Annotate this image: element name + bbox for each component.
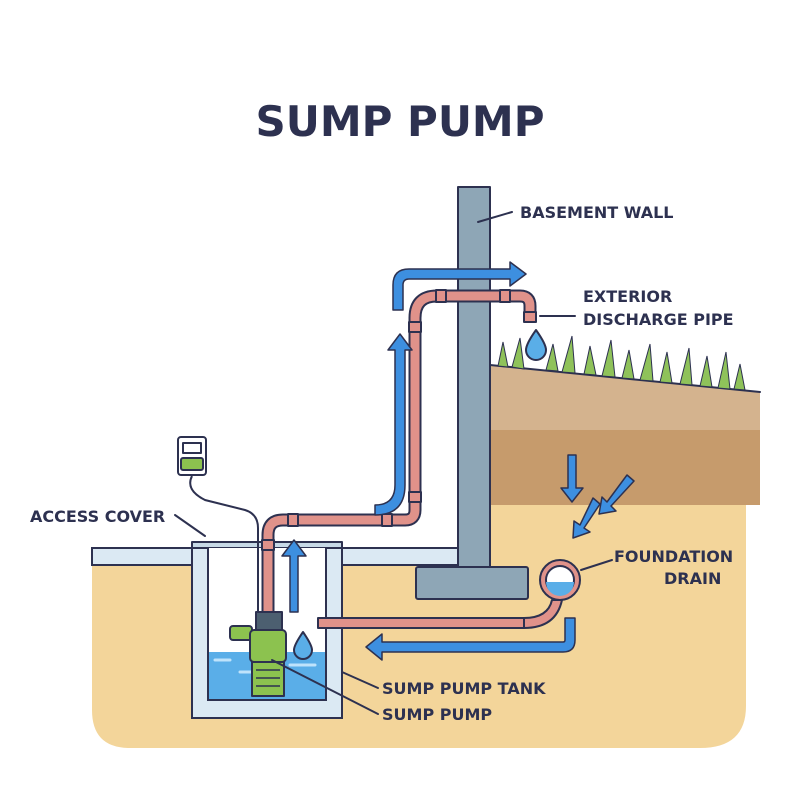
basement-wall — [457, 186, 491, 568]
discharge-pipe — [261, 289, 537, 615]
soil-layer-mid — [490, 430, 760, 505]
arrow-down-icon — [598, 474, 635, 515]
wall-footing — [415, 566, 529, 600]
label-foundation-drain-line1: FOUNDATION — [614, 547, 733, 566]
power-outlet[interactable] — [177, 436, 207, 476]
arrow-down-icon — [560, 454, 584, 503]
label-basement-wall: BASEMENT WALL — [520, 203, 673, 222]
arrow-up-icon — [374, 333, 413, 516]
soil-layer-top — [490, 365, 760, 430]
arrow-left-icon — [365, 617, 576, 661]
sump-pump[interactable] — [229, 611, 287, 697]
label-foundation-drain-line2: DRAIN — [664, 569, 721, 588]
arrow-up-icon — [281, 539, 307, 613]
label-access-cover: ACCESS COVER — [30, 507, 165, 526]
arrow-right-icon — [392, 261, 527, 311]
leader-lines — [174, 211, 613, 715]
label-sump-pump: SUMP PUMP — [382, 705, 492, 724]
flow-arrows — [281, 261, 635, 661]
grass — [497, 335, 746, 391]
discharge-water-drop — [525, 329, 547, 361]
drain-pipe — [317, 617, 525, 629]
diagram-title: SUMP PUMP — [255, 97, 544, 146]
arrow-down-icon — [572, 497, 601, 539]
label-exterior-discharge-pipe-line2: DISCHARGE PIPE — [583, 310, 734, 329]
power-cable — [189, 475, 259, 612]
label-sump-pump-tank: SUMP PUMP TANK — [382, 679, 546, 698]
label-exterior-discharge-pipe-line1: EXTERIOR — [583, 287, 672, 306]
tank-water-drop — [293, 631, 313, 660]
